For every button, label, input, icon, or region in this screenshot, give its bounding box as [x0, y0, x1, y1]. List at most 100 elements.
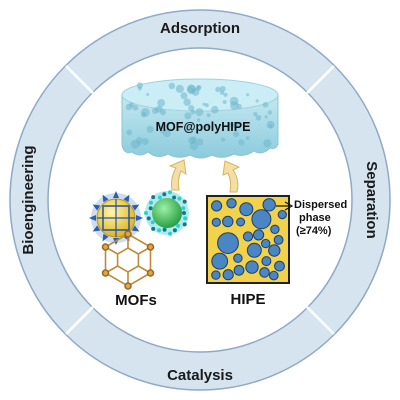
- hipe-droplet: [211, 200, 223, 212]
- foam-pore: [175, 84, 184, 93]
- mof-spike: [102, 194, 109, 203]
- mof-orange-framework: [101, 230, 155, 290]
- hipe-droplet: [211, 252, 229, 270]
- hipe-droplet: [274, 260, 285, 272]
- foam-pore: [232, 121, 239, 129]
- foam-pore: [125, 103, 133, 111]
- framework-node: [124, 282, 132, 290]
- hipe-droplet: [269, 270, 279, 281]
- mof-spike: [102, 233, 109, 242]
- hipe-droplet: [270, 224, 280, 235]
- hipe-droplet: [222, 215, 234, 228]
- foam-pore: [188, 105, 195, 112]
- foam-pore: [215, 86, 221, 93]
- foam-pore: [223, 92, 228, 97]
- foam-pore: [205, 123, 211, 129]
- foam-pore: [180, 92, 188, 100]
- foam-pore: [141, 111, 147, 118]
- hipe-droplet: [261, 238, 271, 249]
- arrows: [168, 159, 241, 193]
- hipe-droplet: [233, 253, 243, 263]
- hipe-droplet: [259, 267, 270, 278]
- foam-pore: [263, 139, 272, 148]
- hipe-droplets: [211, 198, 287, 281]
- dispersed-phase-label-line2: phase: [299, 212, 331, 224]
- foam-pore: [184, 124, 191, 131]
- foam-pore: [141, 138, 149, 145]
- foam-pore: [220, 137, 226, 142]
- foam-pore: [219, 90, 225, 95]
- mof-linker-dot: [168, 231, 172, 236]
- hipe-label: HIPE: [230, 291, 265, 308]
- foam-pore: [162, 129, 171, 138]
- hipe-droplet: [211, 217, 221, 227]
- arrow-mofs-to-composite: [168, 159, 187, 191]
- foam-pore: [196, 138, 204, 146]
- foam-pore: [230, 101, 239, 110]
- foam-pore: [245, 136, 250, 140]
- mof-linker-dot: [148, 206, 153, 211]
- hipe-droplet: [262, 198, 276, 212]
- dispersed-phase-callout: Dispersed phase (≥74%): [276, 199, 347, 237]
- hipe-droplet: [273, 235, 284, 245]
- foam-pore: [155, 105, 163, 113]
- foam-top: [121, 78, 279, 112]
- mof-linker-dot: [150, 220, 155, 225]
- ring-divider: [65, 65, 94, 94]
- mof-linker-dot: [162, 227, 167, 232]
- foam-pore: [264, 115, 268, 119]
- mofs-label: MOFs: [115, 292, 157, 309]
- mof-linker-dot: [172, 195, 177, 200]
- foam-pore: [246, 93, 250, 97]
- mof-spike: [92, 204, 101, 211]
- mof-linker-dot: [157, 195, 162, 200]
- foam-pore: [219, 85, 226, 92]
- hipe-droplet: [222, 269, 234, 281]
- foam-pore: [195, 108, 204, 117]
- foam-pore: [136, 82, 143, 89]
- ring-divider: [306, 65, 335, 94]
- mof-linker-dot: [168, 190, 172, 195]
- foam-pore: [187, 84, 196, 94]
- ring-label-bioengineering: Bioengineering: [20, 145, 37, 254]
- ring-label-separation: Separation: [363, 161, 380, 239]
- mof-linker-dot: [151, 226, 156, 231]
- mof-linker-dot: [182, 211, 186, 215]
- mof-linker-dot: [182, 199, 187, 204]
- foam-pore: [137, 86, 142, 91]
- dispersed-phase-label-line3: (≥74%): [296, 225, 332, 237]
- hipe-droplet: [261, 256, 272, 267]
- hipe-droplet: [233, 264, 245, 276]
- foam-pore: [268, 124, 273, 129]
- mof-linker-dot: [162, 192, 167, 197]
- foam-pore: [262, 102, 269, 108]
- ring-label-adsorption: Adsorption: [160, 20, 240, 37]
- hipe-droplet: [245, 260, 259, 274]
- mof-linker-dot: [146, 216, 151, 221]
- mof-spike: [131, 204, 140, 211]
- mof-spike: [136, 215, 143, 221]
- hipe-droplet: [226, 198, 237, 209]
- foam-pore: [146, 93, 150, 96]
- arrow-hipe-to-composite: [222, 160, 241, 193]
- framework-node: [101, 243, 110, 251]
- foam-pore: [146, 125, 154, 133]
- mof-spike: [131, 225, 140, 232]
- foam-pores: [125, 82, 275, 151]
- ring-divider: [65, 306, 94, 335]
- framework-node: [101, 269, 110, 277]
- foam-pore: [126, 129, 133, 136]
- foam-pore: [184, 112, 192, 120]
- ring-label-catalysis: Catalysis: [167, 367, 233, 384]
- framework-node: [146, 269, 155, 277]
- mof-spike: [123, 194, 130, 203]
- mof-green-crystal: [144, 190, 189, 236]
- mof-spike: [113, 191, 119, 198]
- foam-pore: [130, 139, 140, 149]
- foam-pore: [137, 141, 142, 146]
- composite-label: MOF@polyHIPE: [156, 120, 251, 134]
- hipe-droplet: [211, 270, 221, 280]
- foam-pore: [238, 139, 245, 146]
- foam-pore: [159, 125, 164, 129]
